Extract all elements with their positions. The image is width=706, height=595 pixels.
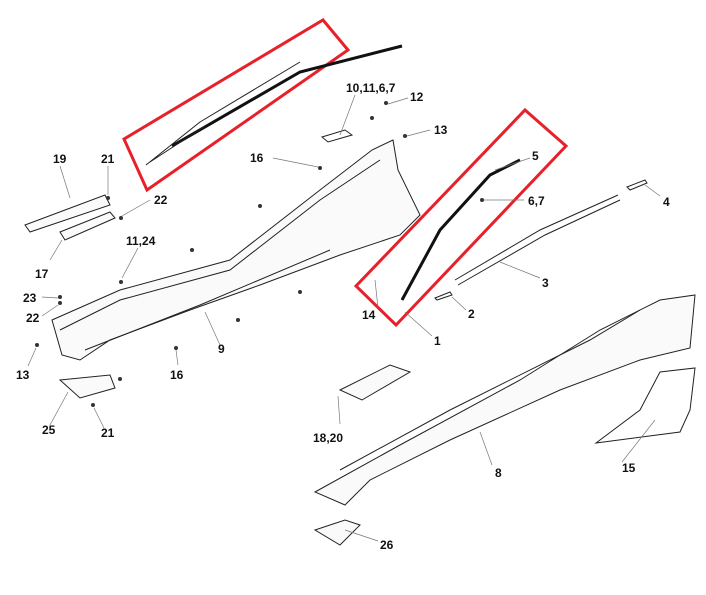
- callout-11-24: 11,24: [126, 234, 156, 248]
- callout-16: 16: [250, 151, 264, 165]
- callout-22: 22: [154, 193, 168, 207]
- bracket-19: [24, 194, 111, 233]
- callout-21b: 21: [101, 426, 115, 440]
- callout-5: 5: [532, 149, 539, 163]
- callout-18-20: 18,20: [313, 431, 343, 445]
- bracket-26: [313, 519, 361, 546]
- splash-guard-panel: [594, 367, 696, 444]
- bracket-18-20: [338, 364, 412, 401]
- callout-9: 9: [218, 342, 225, 356]
- callout-22b: 22: [26, 311, 40, 325]
- callout-15: 15: [622, 461, 636, 475]
- callout-1: 1: [434, 334, 441, 348]
- fasteners: [35, 101, 484, 407]
- roof-molding-inner: [145, 61, 301, 166]
- sill-panel-inner: [59, 159, 381, 351]
- rocker-molding-strip: [454, 194, 621, 286]
- callout-23: 23: [23, 291, 37, 305]
- end-cap-clip: [626, 179, 648, 191]
- callout-25: 25: [42, 423, 56, 437]
- callout-26: 26: [380, 538, 394, 552]
- side-sill-panel: [51, 139, 421, 361]
- door-molding-strip: [400, 158, 521, 301]
- callout-21: 21: [101, 152, 115, 166]
- callout-14: 14: [362, 308, 376, 322]
- callout-13: 13: [434, 123, 448, 137]
- callout-3: 3: [542, 276, 549, 290]
- callout-6-7: 6,7: [528, 194, 545, 208]
- callout-13b: 13: [16, 368, 30, 382]
- callout-8: 8: [495, 466, 502, 480]
- highlight-box-door-molding: [353, 107, 569, 328]
- roof-molding-strip: [171, 44, 403, 148]
- bracket-25: [58, 374, 116, 399]
- callout-4: 4: [663, 195, 670, 209]
- leader-lines: [27, 94, 661, 542]
- bracket-10-11: [320, 129, 354, 143]
- callout-2: 2: [468, 307, 475, 321]
- callout-12: 12: [410, 90, 424, 104]
- side-skirt-inner: [339, 309, 641, 471]
- highlight-box-roof-molding: [122, 18, 351, 193]
- callout-10-11-6-7: 10,11,6,7: [346, 81, 396, 95]
- callout-16b: 16: [170, 368, 184, 382]
- callout-19: 19: [53, 152, 67, 166]
- callout-17: 17: [35, 267, 49, 281]
- molding-clip: [434, 291, 453, 301]
- bracket-17: [59, 211, 116, 241]
- side-skirt-cover: [313, 294, 696, 506]
